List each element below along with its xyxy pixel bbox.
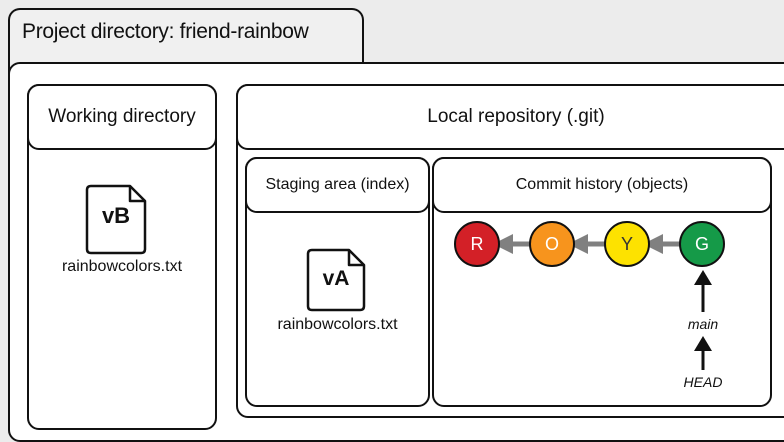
commit-y: Y [604, 221, 650, 267]
working-file-name: rainbowcolors.txt [61, 258, 183, 275]
staged-file-version: vA [322, 267, 350, 290]
local-repository-title: Local repository (.git) [236, 84, 784, 150]
staged-file-icon [306, 248, 366, 312]
commit-o: O [529, 221, 575, 267]
working-directory-title: Working directory [27, 84, 217, 150]
head-ref-arrow [694, 336, 712, 370]
main-ref-arrow [694, 270, 712, 312]
working-file-version: vB [101, 203, 131, 228]
staged-file-name: rainbowcolors.txt [277, 316, 398, 333]
commit-history-title: Commit history (objects) [432, 157, 772, 213]
staging-area-title: Staging area (index) [245, 157, 430, 213]
commit-r: R [454, 221, 500, 267]
working-file-icon [85, 184, 147, 255]
commit-g: G [679, 221, 725, 267]
diagram-shapes [85, 184, 712, 370]
project-title: Project directory: friend-rainbow [22, 20, 309, 43]
branch-main-label: main [687, 316, 719, 332]
head-label: HEAD [683, 374, 723, 390]
